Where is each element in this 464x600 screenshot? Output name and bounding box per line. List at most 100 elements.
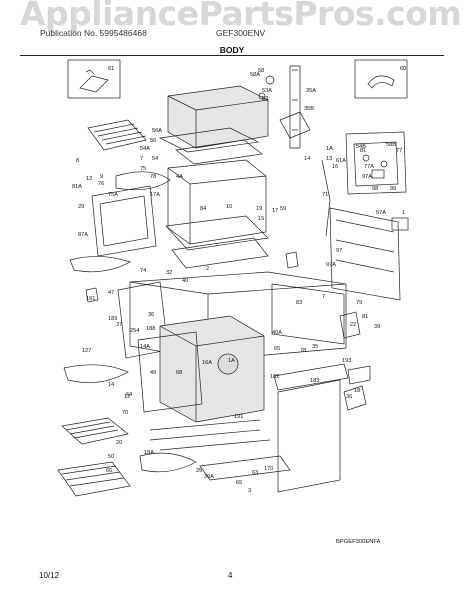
inset-box-clip	[354, 59, 408, 99]
part-callout: 10	[226, 204, 232, 210]
part-callout: 1A	[326, 146, 333, 152]
footer-date: 10/12	[39, 571, 60, 580]
part-callout: 59	[280, 206, 286, 212]
part-callout: 56	[150, 138, 156, 144]
part-callout: 7	[140, 156, 143, 162]
broil-pan	[61, 417, 129, 445]
part-callout: 87A	[78, 232, 88, 238]
part-callout: 4A	[176, 174, 183, 180]
bake-element-lower	[63, 364, 129, 383]
part-callout: 84	[200, 206, 206, 212]
part-callout: 8	[76, 158, 79, 164]
part-callout: 83	[296, 300, 302, 306]
side-panel	[277, 379, 341, 493]
part-callout: 64	[126, 392, 132, 398]
part-callout: 97A	[326, 262, 336, 268]
part-callout: 54	[152, 156, 158, 162]
part-callout: 58B	[386, 142, 396, 148]
part-callout: 189	[108, 316, 117, 322]
part-callout: 15	[258, 216, 264, 222]
part-callout: 58	[258, 68, 264, 74]
upper-cabinet-wrapper	[158, 85, 269, 165]
control-board	[345, 131, 407, 195]
part-callout: 7	[322, 294, 325, 300]
part-callout: 14	[108, 382, 114, 388]
rear-panel	[329, 207, 401, 301]
part-callout: 191	[234, 414, 243, 420]
part-callout: 68	[176, 370, 182, 376]
part-callout: 39	[374, 324, 380, 330]
footer-page-number: 4	[228, 571, 233, 580]
part-callout: 32	[166, 270, 172, 276]
part-callout: 63	[252, 470, 258, 476]
part-callout: 16	[332, 164, 338, 170]
model-number: GEF300ENV	[216, 28, 266, 38]
part-callout: 60	[400, 66, 406, 72]
part-callout: 1	[402, 210, 405, 216]
part-callout: 193	[342, 358, 351, 364]
part-callout: 99	[390, 186, 396, 192]
part-callout: 61	[108, 66, 114, 72]
section-title: BODY	[219, 45, 245, 55]
part-callout: 40A	[272, 330, 282, 336]
part-callout: 57A	[376, 210, 386, 216]
part-callout: 74	[140, 268, 146, 274]
part-callout: 9	[100, 174, 103, 180]
part-callout: 61A	[336, 158, 346, 164]
part-callout: 14A	[140, 344, 150, 350]
part-callout: 81	[360, 148, 366, 154]
part-callout: 170	[264, 466, 273, 472]
part-callout: 182	[270, 374, 279, 380]
part-callout: 36	[346, 394, 352, 400]
broil-element	[69, 256, 131, 273]
part-callout: 16A	[202, 360, 212, 366]
bake-element-upper	[115, 171, 171, 191]
part-callout: 54B	[356, 144, 366, 150]
part-callout: 77	[396, 148, 402, 154]
part-callout: 13	[326, 156, 332, 162]
part-callout: 50	[108, 454, 114, 460]
upper-oven-liner	[165, 159, 269, 269]
publication-number: Publication No. 5995486468	[40, 28, 147, 38]
part-callout: 183	[310, 378, 319, 384]
part-callout: 70	[122, 410, 128, 416]
part-callout: 191	[86, 296, 95, 302]
part-callout: 53	[262, 96, 268, 102]
oven-rack-upper	[87, 119, 147, 151]
inset-box-bracket	[67, 59, 121, 99]
side-rail	[289, 65, 301, 149]
part-callout: 12	[86, 176, 92, 182]
upper-oven-door-inner	[91, 185, 157, 257]
part-callout: 20	[116, 440, 122, 446]
part-callout: 37	[116, 322, 122, 328]
magnify-detail	[217, 353, 239, 375]
part-callout: 39A	[204, 474, 214, 480]
part-callout: 78	[300, 348, 306, 354]
part-callout: 75	[140, 166, 146, 172]
part-callout: 97	[336, 248, 342, 254]
part-callout: 76	[98, 181, 104, 187]
part-callout: 81A	[72, 184, 82, 190]
part-callout: 12	[124, 394, 130, 400]
part-callout: 77A	[364, 164, 374, 170]
page-header: Publication No. 5995486468 GEF300ENV	[40, 28, 430, 40]
oven-rack-lower	[57, 461, 131, 497]
part-callout: 40	[182, 278, 188, 284]
part-callout: 1A	[228, 358, 235, 364]
part-callout: 25	[196, 468, 202, 474]
part-callout: 35	[312, 344, 318, 350]
part-callout: 3	[248, 488, 251, 494]
part-callout: 79	[356, 300, 362, 306]
lower-oven-liner	[137, 315, 265, 423]
part-callout: 254	[130, 328, 139, 334]
part-callout: 18A	[144, 450, 154, 456]
part-callout: 81	[362, 314, 368, 320]
part-callout: 49	[150, 370, 156, 376]
part-callout: 14	[304, 156, 310, 162]
part-callout: 18	[354, 388, 360, 394]
part-callout: 71	[322, 192, 328, 198]
part-callout: 58A	[250, 72, 260, 78]
part-callout: 19	[256, 206, 262, 212]
